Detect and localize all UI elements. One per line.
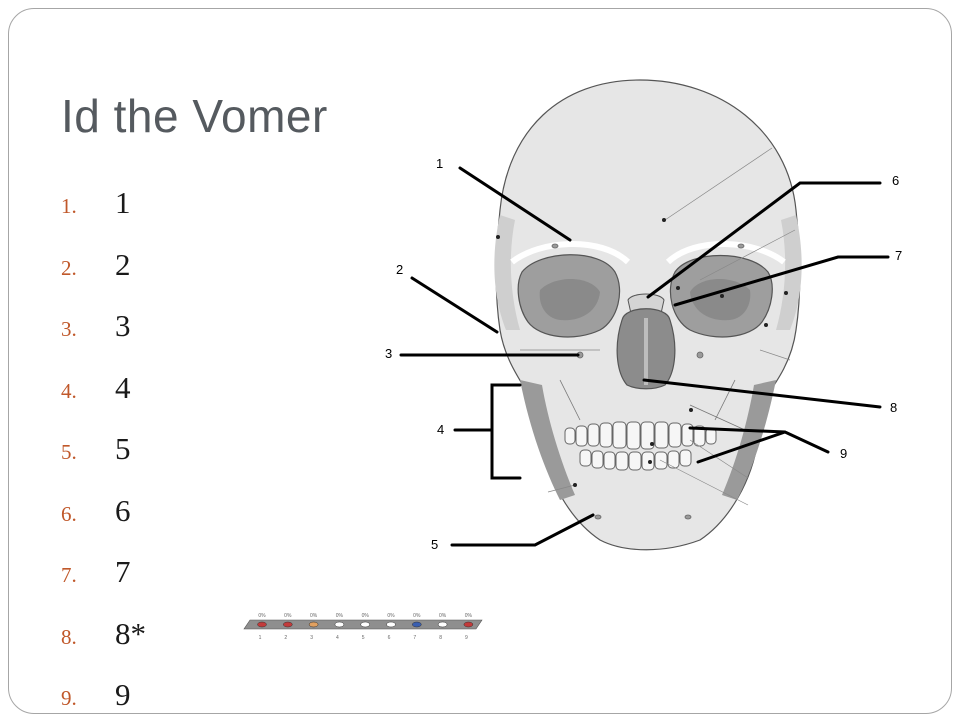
answer-item[interactable]: 5.5: [61, 431, 146, 493]
answer-text: 8*: [115, 615, 146, 651]
response-percent: 0%: [362, 613, 370, 619]
response-option-label: 9: [465, 635, 468, 641]
response-marker: [386, 621, 396, 628]
answer-text: 6: [115, 492, 131, 528]
leader-lines: [399, 166, 890, 547]
leader-line-2: [410, 276, 499, 334]
answer-item[interactable]: 1.1: [61, 185, 146, 247]
skull-brow: [510, 241, 786, 265]
leader-bracket-4: [453, 383, 522, 480]
answer-number: 5.: [61, 440, 77, 464]
skull-jaw-shade-left: [520, 380, 575, 500]
diagram-label-7: 7: [895, 248, 902, 263]
skull-temporal-shade-left: [494, 215, 520, 330]
answer-text: 4: [115, 369, 131, 405]
response-percent: 0%: [258, 613, 266, 619]
response-option-label: 3: [310, 635, 313, 641]
answer-item[interactable]: 2.2: [61, 247, 146, 309]
slide-title: Id the Vomer: [61, 90, 328, 142]
response-percent: 0%: [465, 613, 473, 619]
response-option-label: 7: [413, 635, 416, 641]
slide: Id the Vomer 1.1 2.2 3.3 4.4 5.5 6.6 7.7…: [8, 8, 952, 714]
response-percent: 0%: [336, 613, 344, 619]
answer-number: 4.: [61, 378, 77, 403]
answer-number: 8.: [61, 624, 77, 649]
diagram-label-4: 4: [437, 422, 444, 437]
response-percent: 0%: [310, 613, 318, 619]
answer-item[interactable]: 8. 8*: [61, 616, 146, 678]
response-marker: [463, 621, 474, 628]
answer-text: 7: [115, 554, 131, 589]
response-percent: 0%: [413, 613, 421, 619]
answer-number: 9.: [61, 686, 77, 710]
leader-line-7: [673, 255, 890, 307]
response-marker: [437, 621, 448, 628]
answer-item[interactable]: 6.6: [61, 493, 146, 555]
diagram-label-8: 8: [890, 400, 897, 415]
answer-number: 7.: [61, 563, 77, 587]
answer-number: 2.: [61, 255, 77, 280]
response-percent: 0%: [284, 613, 292, 619]
answer-text: 5: [115, 431, 131, 466]
leader-line-8: [642, 378, 882, 409]
answer-number: 6.: [61, 501, 77, 526]
diagram-label-5: 5: [431, 537, 438, 552]
diagram-label-3: 3: [385, 346, 392, 361]
answer-text: 3: [115, 308, 131, 343]
diagram-label-9: 9: [840, 446, 847, 461]
response-option-label: 6: [388, 635, 391, 641]
diagram-label-6: 6: [892, 173, 899, 188]
response-marker: [308, 621, 319, 628]
diagram-label-2: 2: [396, 262, 403, 277]
answer-list: 1.1 2.2 3.3 4.4 5.5 6.6 7.7 8.8* 9.9: [61, 185, 146, 713]
diagram-label-1: 1: [436, 156, 443, 171]
response-marker: [360, 621, 370, 628]
skull-orbit-right-inner: [690, 278, 751, 321]
pointer-dots: [496, 218, 788, 487]
response-bar: 0% 1 0% 2 0% 3 0% 4 0% 5 0% 6 0% 7 0% 8 0% 9: [243, 613, 483, 641]
answer-item[interactable]: 3.3: [61, 308, 146, 370]
response-percent: 0%: [439, 613, 447, 619]
leader-line-1: [458, 166, 572, 242]
answer-item[interactable]: 7.7: [61, 554, 146, 616]
leader-line-5: [450, 513, 595, 547]
skull-maxilla-lines: [559, 379, 746, 431]
answer-text: 1: [115, 185, 131, 220]
response-percent: 0%: [387, 613, 395, 619]
skull-suture-lines: [520, 147, 796, 506]
response-option-label: 1: [259, 635, 262, 641]
skull-teeth: [564, 421, 717, 471]
response-option-label: 4: [336, 635, 339, 641]
response-option-label: 5: [362, 635, 365, 641]
answer-number: 1.: [61, 194, 77, 218]
response-marker: [334, 621, 345, 628]
answer-item[interactable]: 9.9: [61, 677, 146, 713]
response-marker: [257, 621, 267, 628]
answer-text: 2: [115, 246, 131, 282]
answer-text: 9: [115, 677, 131, 712]
leader-line-6: [646, 181, 882, 299]
answer-number: 3.: [61, 317, 77, 341]
response-option-label: 2: [284, 635, 287, 641]
skull-orbit-left-inner: [539, 278, 600, 321]
response-marker: [412, 621, 422, 628]
response-option-label: 8: [439, 635, 442, 641]
skull-foramina: [551, 243, 745, 520]
leader-line-9: [688, 426, 830, 464]
answer-item[interactable]: 4.4: [61, 370, 146, 432]
response-marker: [283, 621, 293, 628]
